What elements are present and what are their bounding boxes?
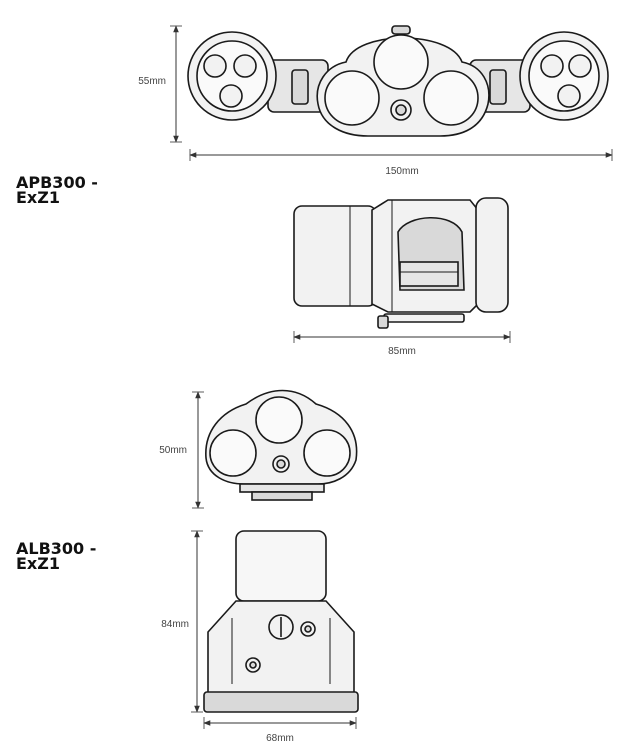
apb300-depth-dimension: 85mm (293, 331, 511, 357)
alb300-width-label: 68mm (266, 733, 294, 744)
apb300-model-line2: ExZ1 (16, 188, 60, 207)
alb300-base (203, 691, 359, 713)
alb300-front-view (205, 389, 358, 501)
apb300-front-view (187, 25, 609, 137)
alb300-height-label: 50mm (159, 445, 187, 456)
apb300-side-view (293, 197, 509, 329)
alb300-model-line1: ALB300 - (16, 539, 97, 558)
alb300-depth-label: 84mm (161, 619, 189, 630)
apb300-height-dimension: 55mm (138, 25, 182, 143)
apb300-model-label: APB300 - ExZ1 (16, 173, 98, 207)
apb300-height-label: 55mm (138, 76, 166, 87)
apb300-side-lamp (293, 205, 377, 307)
apb300-model-line1: APB300 - (16, 173, 98, 192)
apb300-width-label: 150mm (385, 166, 418, 177)
apb300-side-cap (475, 197, 509, 313)
alb300-depth-dimension: 84mm (161, 530, 203, 713)
alb300-side-view (203, 530, 359, 713)
alb300-height-dimension: 50mm (159, 391, 204, 509)
alb300-width-dimension: 68mm (203, 717, 357, 744)
alb300-lamp-cap (235, 530, 327, 602)
alb300-model-label: ALB300 - ExZ1 (16, 539, 97, 573)
apb300-width-dimension: 150mm (189, 149, 613, 177)
apb300-depth-label: 85mm (388, 346, 416, 357)
alb300-model-line2: ExZ1 (16, 554, 60, 573)
